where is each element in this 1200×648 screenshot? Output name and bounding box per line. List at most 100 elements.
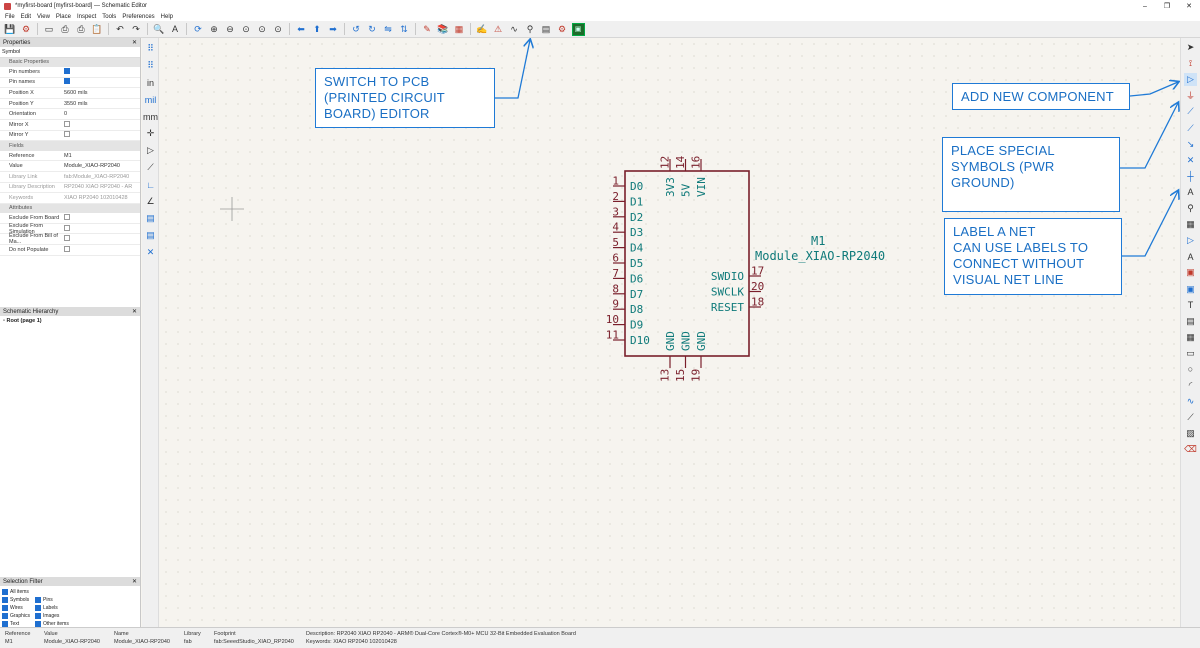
refresh-icon[interactable]: ⟳ <box>194 23 202 34</box>
section-fields[interactable]: Fields <box>0 141 140 151</box>
directive-label-icon[interactable]: A <box>1187 251 1194 262</box>
cursor-crosshair-icon[interactable]: ✛ <box>146 128 155 138</box>
footprint-editor-icon[interactable]: ▦ <box>454 23 464 34</box>
filter-pins-checkbox[interactable] <box>35 597 41 603</box>
menu-edit[interactable]: Edit <box>20 13 32 20</box>
navigate-forward-icon[interactable]: ➡ <box>329 23 337 34</box>
junction-icon[interactable]: ┼ <box>1187 171 1194 182</box>
simulator-icon[interactable]: ∿ <box>510 23 518 34</box>
rotate-cw-icon[interactable]: ↻ <box>368 23 376 34</box>
annotate-icon[interactable]: ✍ <box>476 23 488 34</box>
position-x-field[interactable]: 5600 mils <box>64 90 88 97</box>
no-connect-icon[interactable]: ✕ <box>1186 154 1195 165</box>
switch-to-pcb-editor-button[interactable]: ▣ <box>571 22 585 36</box>
scripting-icon[interactable]: ⚙ <box>557 23 567 34</box>
line-mode-90-icon[interactable]: ∟ <box>146 179 155 190</box>
menu-tools[interactable]: Tools <box>102 13 117 20</box>
zoom-in-icon[interactable]: ⊕ <box>210 23 218 34</box>
maximize-icon[interactable]: ❐ <box>1163 3 1171 10</box>
menu-preferences[interactable]: Preferences <box>122 13 155 20</box>
add-sheet-icon[interactable]: ▣ <box>1186 267 1195 278</box>
properties-panel-icon[interactable]: ▤ <box>146 230 155 240</box>
close-icon[interactable]: ✕ <box>131 579 137 585</box>
add-image-icon[interactable]: ▨ <box>1186 428 1195 439</box>
navigate-up-icon[interactable]: ⬆ <box>313 23 321 34</box>
select-arrow-icon[interactable]: ➤ <box>1186 42 1195 53</box>
menu-inspect[interactable]: Inspect <box>76 13 97 20</box>
value-field[interactable]: Module_XIAO-RP2040 <box>64 163 120 170</box>
mirror-h-icon[interactable]: ⇋ <box>384 23 392 34</box>
bus-entry-icon[interactable]: ↘ <box>1186 138 1195 149</box>
erc-icon[interactable]: ⚠ <box>493 23 503 34</box>
rotate-ccw-icon[interactable]: ↺ <box>352 23 360 34</box>
units-mil-icon[interactable]: mil <box>144 94 157 105</box>
global-label-icon[interactable]: ▦ <box>1186 219 1195 230</box>
mirror-y-checkbox[interactable] <box>64 131 70 138</box>
grid-override-icon[interactable]: ⠿ <box>147 60 154 70</box>
redo-icon[interactable]: ↷ <box>132 23 140 34</box>
dnp-checkbox[interactable] <box>64 245 70 252</box>
filter-wires-checkbox[interactable] <box>2 605 8 611</box>
hier-label-icon[interactable]: ▷ <box>1187 235 1194 246</box>
find-replace-icon[interactable]: A <box>171 24 178 34</box>
pin-names-checkbox[interactable] <box>64 78 70 85</box>
minimize-icon[interactable]: – <box>1143 2 1147 10</box>
save-icon[interactable]: 💾 <box>4 23 16 34</box>
hidden-pins-icon[interactable]: ▷ <box>147 145 154 155</box>
plot-icon[interactable]: ⎙ <box>77 23 85 34</box>
reference-field[interactable]: M1 <box>64 152 72 159</box>
pin-numbers-checkbox[interactable] <box>64 67 70 74</box>
add-arc-icon[interactable]: ◜ <box>1188 380 1193 391</box>
mirror-v-icon[interactable]: ⇅ <box>400 23 408 34</box>
undo-icon[interactable]: ↶ <box>116 23 124 34</box>
exclude-sim-checkbox[interactable] <box>64 224 70 231</box>
menu-help[interactable]: Help <box>160 13 174 20</box>
filter-labels-checkbox[interactable] <box>35 605 41 611</box>
units-mm-icon[interactable]: mm <box>143 111 158 122</box>
line-mode-45-icon[interactable]: ∠ <box>146 196 155 206</box>
add-line-icon[interactable]: ⟋ <box>1187 412 1194 423</box>
close-icon[interactable]: ✕ <box>1186 3 1192 10</box>
add-textbox-icon[interactable]: ▤ <box>1186 315 1195 326</box>
close-icon[interactable]: ✕ <box>131 40 137 46</box>
filter-other-checkbox[interactable] <box>35 621 41 627</box>
add-rectangle-icon[interactable]: ▭ <box>1186 347 1195 358</box>
assign-footprints-icon[interactable]: ⚲ <box>526 23 534 34</box>
schematic-setup-icon[interactable]: ⚙ <box>21 23 31 34</box>
grid-toggle-icon[interactable]: ⠿ <box>147 43 154 53</box>
orientation-field[interactable]: 0 <box>64 111 68 118</box>
highlight-net-icon[interactable]: ⟟ <box>1188 58 1193 69</box>
add-bezier-icon[interactable]: ∿ <box>1186 396 1195 407</box>
annotation-panel-icon[interactable]: ▤ <box>146 213 155 223</box>
add-wire-icon[interactable]: ⟋ <box>1187 106 1194 117</box>
exclude-board-checkbox[interactable] <box>64 214 70 221</box>
page-settings-icon[interactable]: ▭ <box>44 23 54 34</box>
find-icon[interactable]: 🔍 <box>153 23 165 34</box>
tools-icon[interactable]: ✕ <box>146 247 155 257</box>
navigate-back-icon[interactable]: ⬅ <box>297 23 305 34</box>
filter-all-checkbox[interactable] <box>2 589 8 595</box>
net-class-icon[interactable]: ⚲ <box>1187 203 1194 214</box>
section-attributes[interactable]: Attributes <box>0 203 140 214</box>
line-mode-free-icon[interactable]: ⟋ <box>147 162 154 172</box>
add-table-icon[interactable]: ▦ <box>1186 331 1195 342</box>
add-text-icon[interactable]: T <box>1187 300 1194 311</box>
filter-text-checkbox[interactable] <box>2 621 8 627</box>
zoom-objects-icon[interactable]: ⊙ <box>258 23 266 34</box>
symbol-browser-icon[interactable]: 📚 <box>437 23 449 34</box>
menu-view[interactable]: View <box>37 13 50 20</box>
add-circle-icon[interactable]: ○ <box>1187 364 1194 375</box>
paste-icon[interactable]: 📋 <box>91 23 103 34</box>
zoom-fit-icon[interactable]: ⊙ <box>242 23 250 34</box>
filter-symbols-checkbox[interactable] <box>2 597 8 603</box>
zoom-out-icon[interactable]: ⊖ <box>226 23 234 34</box>
filter-images-checkbox[interactable] <box>35 613 41 619</box>
bom-icon[interactable]: ▤ <box>541 23 551 34</box>
close-icon[interactable]: ✕ <box>131 309 137 315</box>
units-inch-icon[interactable]: in <box>146 77 154 88</box>
menu-place[interactable]: Place <box>55 13 71 20</box>
mirror-x-checkbox[interactable] <box>64 120 70 127</box>
add-bus-icon[interactable]: ⟋ <box>1187 122 1194 133</box>
print-icon[interactable]: ⎙ <box>61 23 69 34</box>
